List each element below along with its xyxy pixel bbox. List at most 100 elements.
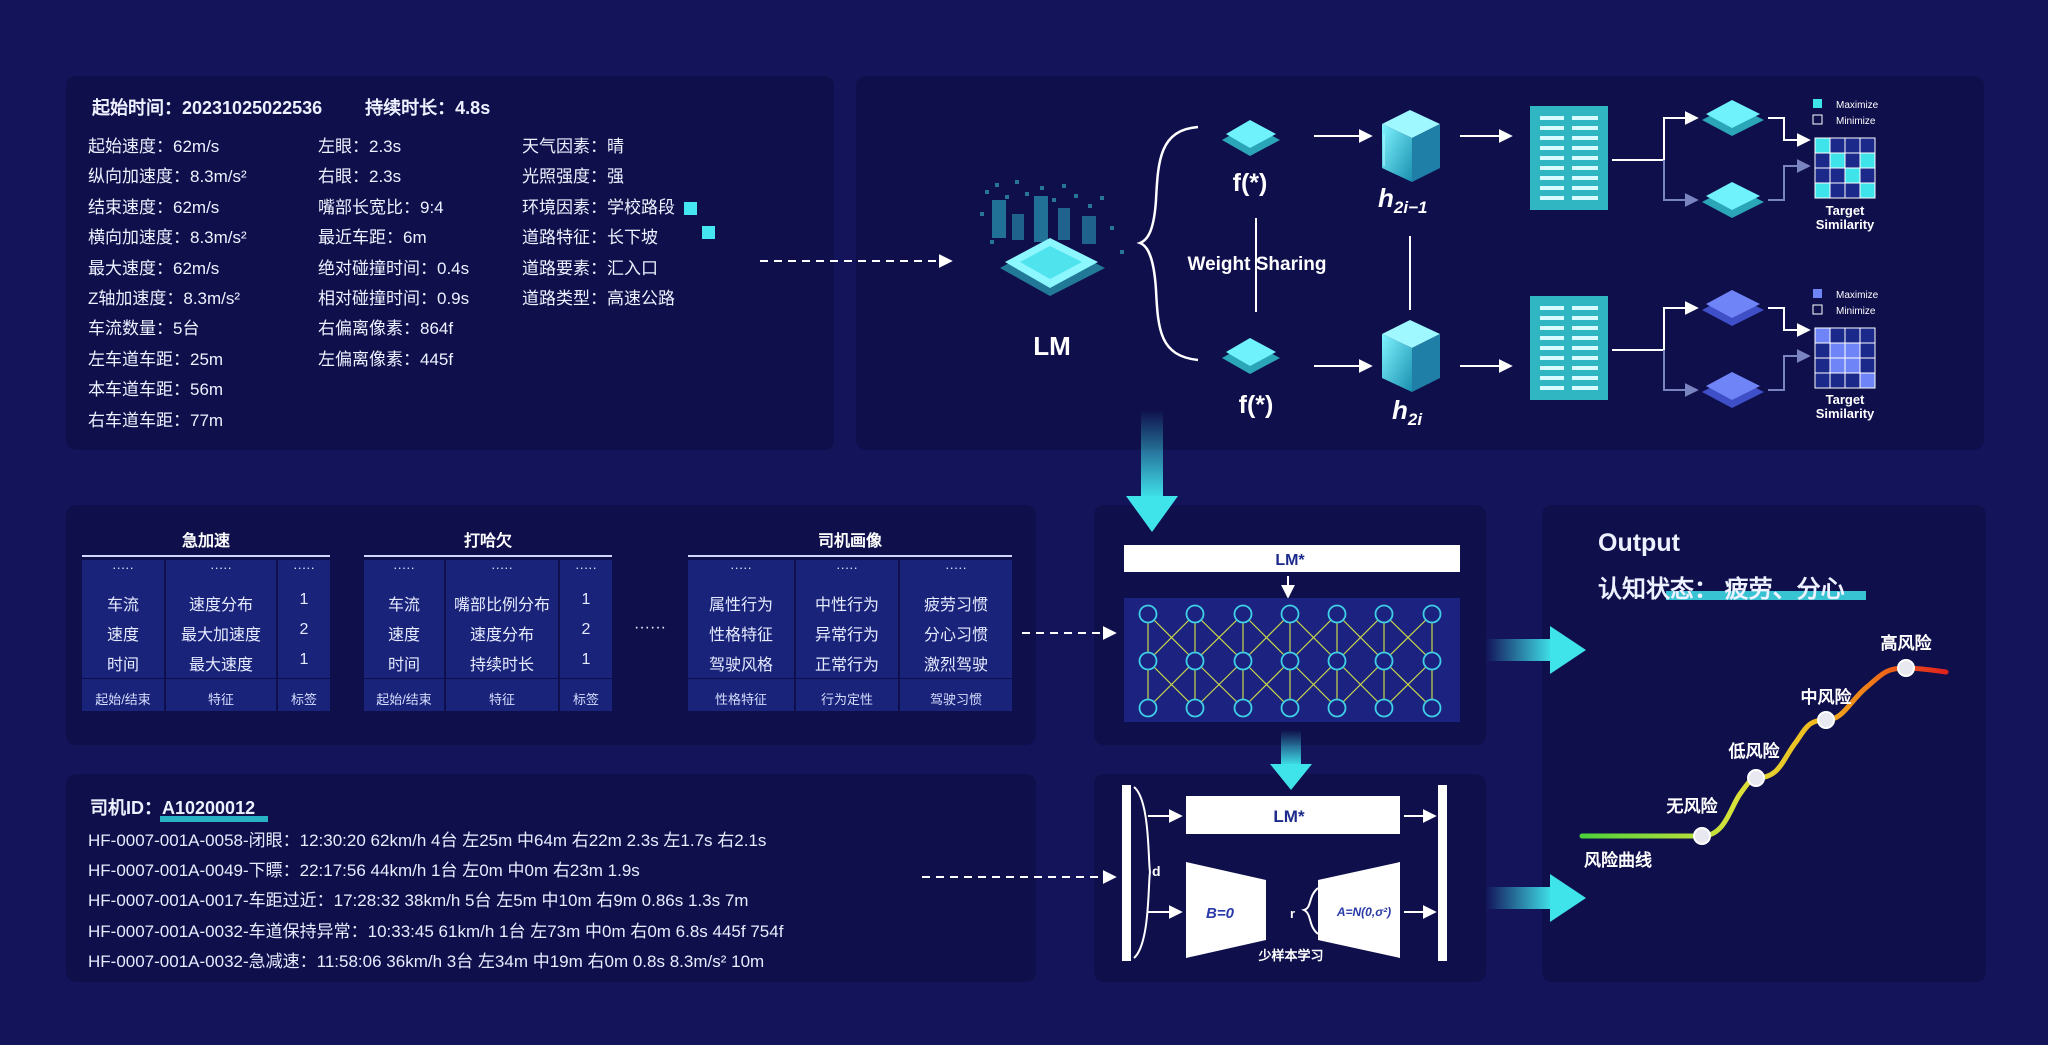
network-node xyxy=(1138,698,1158,718)
start-time: 起始时间：20231025022536 xyxy=(92,98,323,118)
table-footer-bg xyxy=(900,681,1012,711)
table-footer: 起始/结束 xyxy=(95,692,151,707)
matrix-cell xyxy=(1859,342,1876,359)
matrix-cell xyxy=(1829,327,1846,344)
minimize-legend-swatch xyxy=(1812,304,1823,315)
down-arrow-icon xyxy=(1270,730,1312,790)
network-edge xyxy=(1147,613,1196,662)
output-diamond-icon xyxy=(1702,100,1764,136)
network-edge xyxy=(1147,660,1196,709)
table-footer-bg xyxy=(82,681,164,711)
network-node xyxy=(1185,698,1205,718)
network-edge xyxy=(1194,613,1244,662)
metric-item: 绝对碰撞时间：0.4s xyxy=(318,258,470,278)
network-node xyxy=(1233,651,1253,671)
matrix-cell xyxy=(1844,167,1861,184)
table-footer: 性格特征 xyxy=(714,692,767,707)
table-header-rule xyxy=(82,555,330,557)
network-edge xyxy=(1242,660,1291,709)
driver-record-list: HF-0007-001A-0058-闭眼：12:30:20 62km/h 4台 … xyxy=(88,826,783,977)
b-label: B=0 xyxy=(1206,905,1235,922)
metric-item: Z轴加速度：8.3m/s² xyxy=(88,289,241,309)
metric-item: 光照强度：强 xyxy=(522,167,624,187)
network-node xyxy=(1422,698,1442,718)
network-node xyxy=(1233,604,1253,624)
table-cell: 速度分布 xyxy=(469,627,534,644)
risk-level-label: 低风险 xyxy=(1728,741,1781,761)
matrix-cell xyxy=(1859,137,1876,154)
f-label: f(*) xyxy=(1233,169,1268,197)
matrix-cell xyxy=(1844,137,1861,154)
a-label: A=N(0,σ²) xyxy=(1336,905,1391,919)
table-cell: 正常行为 xyxy=(814,657,879,674)
metric-item: 左眼：2.3s xyxy=(318,137,402,156)
neural-network xyxy=(1138,604,1442,718)
metric-item: 左偏离像素：445f xyxy=(318,349,454,369)
network-node xyxy=(1327,651,1347,671)
table-footer: 特征 xyxy=(207,692,234,707)
branch-line xyxy=(1612,301,1699,351)
table-cell: 异常行为 xyxy=(814,627,879,644)
risk-level-label: 中风险 xyxy=(1801,687,1853,707)
metric-item: 本车道车距：56m xyxy=(88,380,224,400)
table-title: 司机画像 xyxy=(817,533,882,550)
metric-item: 嘴部长宽比：9:4 xyxy=(318,197,444,217)
table-footer: 驾驶习惯 xyxy=(929,692,982,707)
table-footer-bg xyxy=(166,681,276,711)
lm-star-bar xyxy=(1124,545,1460,572)
table-title: 急加速 xyxy=(181,533,230,550)
matrix-cell xyxy=(1814,137,1831,154)
table-cell: 车流 xyxy=(106,597,139,614)
table-header-rule xyxy=(688,555,1012,557)
table-cell: 2 xyxy=(299,621,309,638)
few-shot-diagram xyxy=(1122,785,1447,961)
network-node xyxy=(1138,604,1158,624)
matrix-cell xyxy=(1814,167,1831,184)
matrix-cell xyxy=(1814,372,1831,389)
metric-item: 道路特征：长下坡 xyxy=(522,228,658,248)
record-line: HF-0007-001A-0032-急减速：11:58:06 36km/h 3台… xyxy=(88,951,765,971)
maximize-legend-label: Maximize xyxy=(1836,290,1879,301)
table-cell: 1 xyxy=(581,651,591,668)
network-node xyxy=(1374,698,1394,718)
network-edge xyxy=(1289,660,1338,709)
table-footer-bg xyxy=(446,681,558,711)
matrix-cell xyxy=(1859,327,1876,344)
network-edge xyxy=(1336,613,1385,662)
table-cell: 1 xyxy=(581,591,591,608)
network-node xyxy=(1185,651,1205,671)
table-gap xyxy=(364,710,444,712)
network-node xyxy=(1185,604,1205,624)
table-footer: 标签 xyxy=(290,692,317,707)
matrix-cell xyxy=(1829,182,1846,199)
r-label: r xyxy=(1290,906,1295,921)
table-footer-bg xyxy=(796,681,898,711)
table-gap xyxy=(560,710,612,712)
table-footer-rule xyxy=(688,678,1012,679)
table-cell: 时间 xyxy=(387,657,420,674)
table-footer-bg xyxy=(560,681,612,711)
f-diamond-icon xyxy=(1222,338,1280,374)
record-line: HF-0007-001A-0032-车道保持异常：10:33:45 61km/h… xyxy=(88,921,784,941)
maximize-legend-swatch xyxy=(1813,99,1822,108)
h-cube-icon xyxy=(1382,110,1440,182)
f-diamond-icon xyxy=(1222,120,1280,156)
down-arrow-icon xyxy=(1126,410,1178,532)
table-footer: 特征 xyxy=(488,692,515,707)
metric-item: 最大速度：62m/s xyxy=(88,258,220,278)
matrix-cell xyxy=(1844,327,1861,344)
matrix-cell xyxy=(1814,342,1831,359)
output-title: Output xyxy=(1598,529,1680,557)
network-node xyxy=(1327,604,1347,624)
table-footer: 行为定性 xyxy=(820,692,873,707)
h-cube-icon xyxy=(1382,320,1440,392)
matrix-cell xyxy=(1814,152,1831,169)
risk-level-label: 高风险 xyxy=(1881,633,1933,653)
table-cell: 最大加速度 xyxy=(180,627,261,644)
table-dots: ····· xyxy=(393,560,415,575)
table-dots: ····· xyxy=(836,560,858,575)
table-cell: 驾驶风格 xyxy=(708,657,773,674)
table-dots: ····· xyxy=(945,560,967,575)
record-line: HF-0007-001A-0058-闭眼：12:30:20 62km/h 4台 … xyxy=(88,831,767,850)
metric-item: 结束速度：62m/s xyxy=(88,197,220,217)
